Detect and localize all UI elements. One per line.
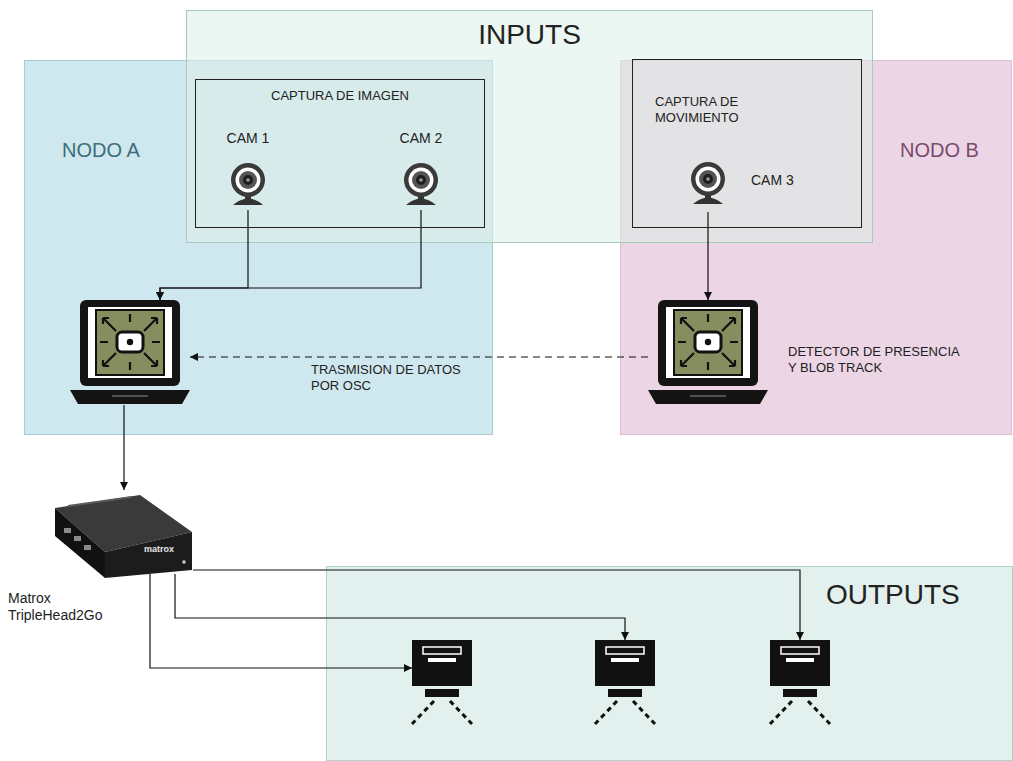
laptop: DETECTOR DE PRESENCIA Y BLOB TRACK <box>648 300 768 405</box>
cable <box>160 210 248 300</box>
band-title: NODO B <box>900 138 1000 162</box>
capture-box: CAPTURA DE MOVIMIENTO CAM 3 <box>632 59 862 228</box>
splitter-device: Matrox TripleHead2Go <box>50 490 195 580</box>
node-label: CAPTURA DE IMAGEN <box>196 88 484 104</box>
logo-text: matrox <box>144 544 174 555</box>
data-link <box>190 356 648 357</box>
camera: CAM 3 <box>684 156 814 212</box>
output-band: OUTPUTS <box>326 566 1013 761</box>
cable <box>193 570 800 640</box>
cable <box>175 574 625 640</box>
node-label: CAPTURA DE MOVIMIENTO <box>655 94 785 125</box>
projector <box>405 640 480 725</box>
projector-icon <box>763 640 838 725</box>
projector <box>588 640 663 725</box>
cable <box>160 210 421 300</box>
cable <box>123 405 124 490</box>
band-title: INPUTS <box>186 18 873 52</box>
band-title: NODO A <box>62 138 202 162</box>
node-label: CAM 1 <box>213 130 283 147</box>
edge-label: TRASMISION DE DATOS POR OSC <box>311 362 461 393</box>
splitter-icon <box>50 490 195 580</box>
input-band: INPUTSCAPTURA DE IMAGENCAM 1CAM 2CAPTURA… <box>186 10 873 243</box>
camera-icon <box>224 161 272 209</box>
capture-box: CAPTURA DE IMAGEN CAM 1 CAM 2 <box>195 79 485 228</box>
cable <box>707 212 708 300</box>
camera-icon <box>397 161 445 209</box>
node-label: CAM 2 <box>386 130 456 147</box>
node-label: DETECTOR DE PRESENCIA Y BLOB TRACK <box>788 344 963 375</box>
camera-icon <box>684 160 732 208</box>
band-title: OUTPUTS <box>826 578 996 612</box>
laptop <box>70 300 190 405</box>
node-a-band: NODO A <box>24 60 493 435</box>
output-band-ground <box>327 567 1013 761</box>
camera: CAM 2 <box>386 126 456 210</box>
node-label: Matrox TripleHead2Go <box>8 590 118 624</box>
node-label: CAM 3 <box>751 172 811 189</box>
projector-icon <box>405 640 480 725</box>
projector <box>763 640 838 725</box>
cable <box>150 574 412 668</box>
camera: CAM 1 <box>213 126 283 210</box>
input-band-ground <box>187 11 873 243</box>
laptop-icon <box>648 300 768 405</box>
projector-icon <box>588 640 663 725</box>
laptop-icon <box>70 300 190 405</box>
